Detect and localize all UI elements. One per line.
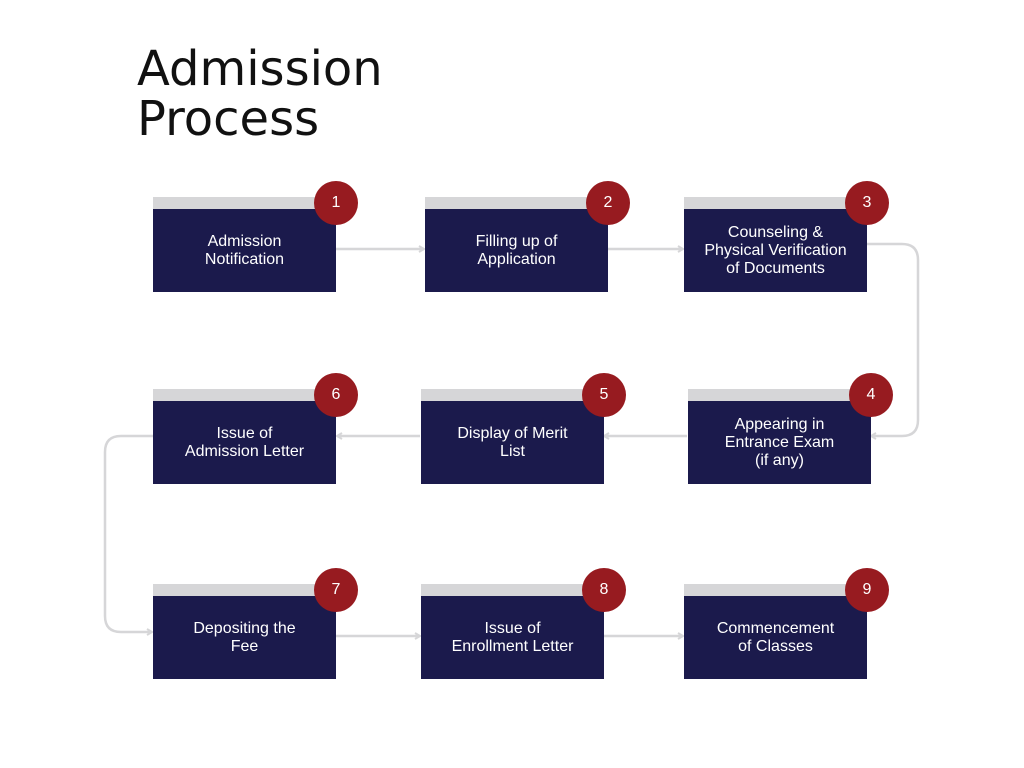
step-box: Admission Notification (153, 209, 336, 292)
step-label: Admission Notification (204, 232, 285, 268)
step-top-bar (425, 197, 608, 209)
step-7: Depositing the Fee 7 (153, 568, 358, 679)
step-top-bar (688, 389, 871, 401)
title-line-1: Admission (137, 41, 383, 97)
step-box: Appearing in Entrance Exam (if any) (688, 401, 871, 484)
step-number-badge: 7 (314, 568, 358, 612)
step-top-bar (421, 389, 604, 401)
arrow-step-6-to-7 (103, 434, 154, 636)
step-9: Commencement of Classes 9 (684, 568, 889, 679)
step-box: Depositing the Fee (153, 596, 336, 679)
step-label: Appearing in Entrance Exam (if any) (724, 415, 835, 469)
step-8: Issue of Enrollment Letter 8 (421, 568, 626, 679)
step-box: Commencement of Classes (684, 596, 867, 679)
step-box: Issue of Admission Letter (153, 401, 336, 484)
step-box: Filling up of Application (425, 209, 608, 292)
step-top-bar (153, 584, 336, 596)
step-top-bar (153, 197, 336, 209)
step-label: Display of Merit List (457, 424, 568, 460)
step-4: Appearing in Entrance Exam (if any) 4 (688, 373, 893, 484)
step-label: Depositing the Fee (193, 619, 296, 655)
step-2: Filling up of Application 2 (425, 181, 630, 292)
step-number-badge: 9 (845, 568, 889, 612)
step-number-badge: 6 (314, 373, 358, 417)
step-number-badge: 2 (586, 181, 630, 225)
step-1: Admission Notification 1 (153, 181, 358, 292)
step-label: Filling up of Application (475, 232, 558, 268)
step-number-badge: 8 (582, 568, 626, 612)
step-box: Issue of Enrollment Letter (421, 596, 604, 679)
step-box: Counseling & Physical Verification of Do… (684, 209, 867, 292)
step-label: Counseling & Physical Verification of Do… (704, 223, 847, 277)
arrow-step-3-to-4 (866, 242, 920, 440)
page-title: Admission Process (137, 44, 383, 144)
step-number-badge: 4 (849, 373, 893, 417)
title-line-2: Process (137, 91, 320, 147)
step-box: Display of Merit List (421, 401, 604, 484)
step-label: Commencement of Classes (716, 619, 835, 655)
step-label: Issue of Enrollment Letter (451, 619, 574, 655)
step-top-bar (421, 584, 604, 596)
step-5: Display of Merit List 5 (421, 373, 626, 484)
step-6: Issue of Admission Letter 6 (153, 373, 358, 484)
step-top-bar (153, 389, 336, 401)
step-3: Counseling & Physical Verification of Do… (684, 181, 889, 292)
step-label: Issue of Admission Letter (184, 424, 305, 460)
step-number-badge: 5 (582, 373, 626, 417)
step-top-bar (684, 584, 867, 596)
step-number-badge: 1 (314, 181, 358, 225)
step-number-badge: 3 (845, 181, 889, 225)
step-top-bar (684, 197, 867, 209)
